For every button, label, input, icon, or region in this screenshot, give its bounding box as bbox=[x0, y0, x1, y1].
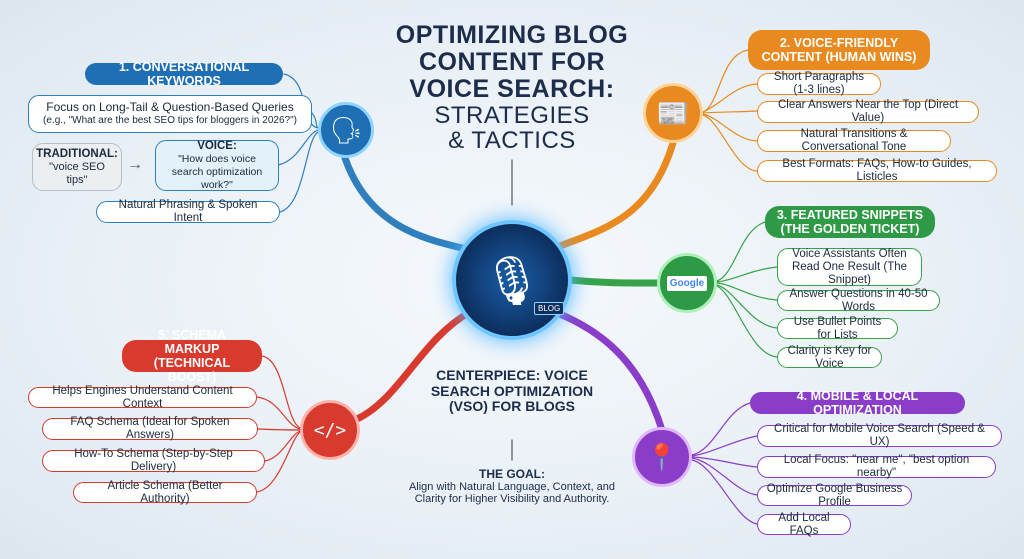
list-item: Article Schema (Better Authority) bbox=[73, 480, 257, 505]
title-subline: STRATEGIES bbox=[434, 102, 590, 129]
code-gear-icon: </> bbox=[300, 400, 360, 460]
title-line: OPTIMIZING BLOG bbox=[395, 21, 629, 49]
section-1-focus: Focus on Long-Tail & Question-Based Quer… bbox=[28, 95, 312, 133]
focus-example: (e.g., "What are the best SEO tips for b… bbox=[43, 115, 297, 126]
goal-block: THE GOAL: Align with Natural Language, C… bbox=[402, 468, 622, 506]
list-item: How-To Schema (Step-by-Step Delivery) bbox=[42, 448, 265, 473]
document-icon: 📰 bbox=[643, 83, 703, 143]
list-item: Add Local FAQs bbox=[757, 512, 851, 537]
google-text: Google bbox=[666, 275, 708, 291]
list-item: Best Formats: FAQs, How-to Guides, Listi… bbox=[757, 158, 997, 183]
list-item: Answer Questions in 40-50 Words bbox=[777, 288, 940, 313]
list-item: Use Bullet Points for Lists bbox=[777, 316, 898, 341]
section-1-header: 1. CONVERSATIONAL KEYWORDS bbox=[85, 60, 283, 88]
title-line: VOICE SEARCH: bbox=[409, 75, 615, 103]
traditional-label: TRADITIONAL: bbox=[36, 147, 118, 160]
microphone-icon: 🎙 bbox=[452, 220, 572, 340]
list-item: Natural Transitions & Conversational Ton… bbox=[757, 128, 951, 153]
title-line: CONTENT FOR bbox=[418, 48, 606, 76]
traditional-text: "voice SEO tips" bbox=[49, 160, 105, 186]
person-speaking-icon: 🗣 bbox=[318, 102, 374, 158]
arrow-right-icon: → bbox=[127, 156, 143, 173]
page-title: OPTIMIZING BLOG CONTENT FOR VOICE SEARCH… bbox=[362, 21, 662, 154]
focus-text: Focus on Long-Tail & Question-Based Quer… bbox=[46, 100, 294, 114]
list-item: Local Focus: "near me", "best option nea… bbox=[757, 454, 996, 479]
section-3-header: 3. FEATURED SNIPPETS (THE GOLDEN TICKET) bbox=[765, 206, 935, 238]
list-item: Optimize Google Business Profile bbox=[757, 483, 912, 508]
section-1-natural: Natural Phrasing & Spoken Intent bbox=[96, 199, 280, 224]
title-subline: & TACTICS bbox=[448, 127, 576, 154]
voice-box: VOICE: "How does voice search optimizati… bbox=[155, 140, 279, 191]
section-5-header: 5. SCHEMA MARKUP (TECHNICAL BOOST) bbox=[122, 328, 262, 384]
section-4-header: 4. MOBILE & LOCAL OPTIMIZATION bbox=[750, 389, 965, 417]
voice-label: VOICE: bbox=[197, 139, 237, 152]
list-item: Voice Assistants Often Read One Result (… bbox=[777, 248, 922, 286]
list-item: Clear Answers Near the Top (Direct Value… bbox=[757, 99, 979, 124]
goal-label: THE GOAL: bbox=[479, 467, 545, 481]
voice-text: "How does voice search optimization work… bbox=[171, 152, 263, 191]
list-item: FAQ Schema (Ideal for Spoken Answers) bbox=[42, 416, 258, 441]
blog-badge: BLOG bbox=[534, 302, 565, 315]
traditional-box: TRADITIONAL: "voice SEO tips" bbox=[32, 143, 122, 191]
list-item: Short Paragraphs (1-3 lines) bbox=[757, 71, 881, 96]
search-results-icon: Google bbox=[657, 253, 717, 313]
section-2-header: 2. VOICE-FRIENDLY CONTENT (HUMAN WINS) bbox=[748, 30, 930, 70]
centerpiece-heading: CENTERPIECE: VOICE SEARCH OPTIMIZATION (… bbox=[430, 367, 594, 414]
list-item: Helps Engines Understand Content Context bbox=[28, 385, 257, 410]
goal-text: Align with Natural Language, Context, an… bbox=[408, 480, 616, 506]
mobile-location-icon: 📍 bbox=[632, 427, 692, 487]
list-item: Clarity is Key for Voice bbox=[777, 345, 882, 370]
list-item: Critical for Mobile Voice Search (Speed … bbox=[757, 423, 1002, 448]
